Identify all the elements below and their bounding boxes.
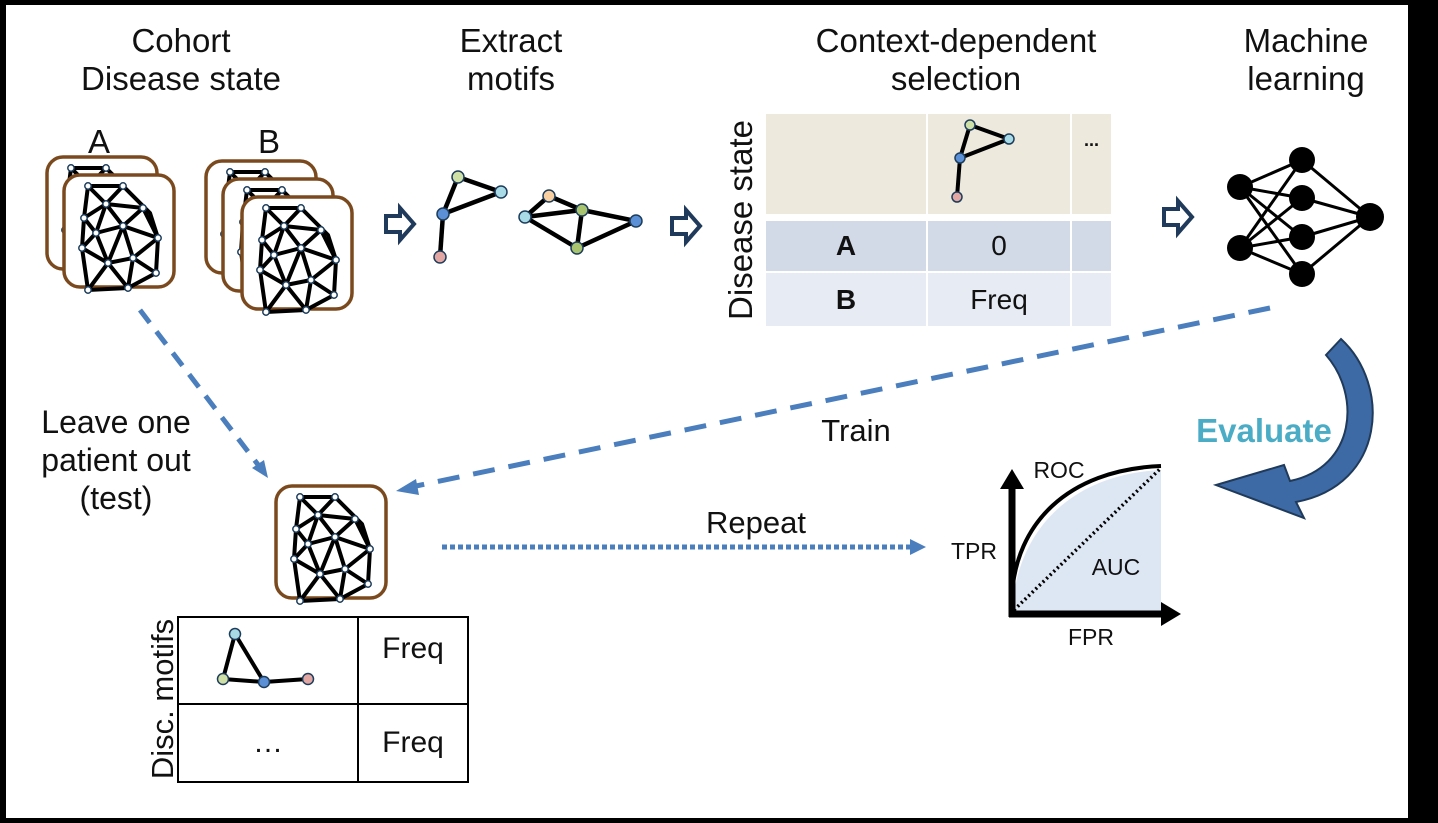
roc-y-label: TPR xyxy=(951,538,997,564)
roc-title: ROC xyxy=(1033,457,1085,483)
roc-plot xyxy=(1000,464,1181,626)
ml-line2: learning xyxy=(1247,60,1365,97)
test-patient-card xyxy=(276,486,386,604)
disc-motif-icon xyxy=(216,627,315,689)
neural-network-icon xyxy=(1227,147,1384,287)
train-label: Train xyxy=(821,413,891,448)
cohort-line1: Cohort xyxy=(131,22,231,59)
row-a-state: A xyxy=(835,230,857,261)
step-arrow-icon xyxy=(1162,199,1194,235)
evaluate-label: Evaluate xyxy=(1196,412,1332,449)
motif-2-icon xyxy=(518,189,643,255)
evaluate-curved-arrow xyxy=(1212,337,1374,520)
loo-line3: (test) xyxy=(79,480,153,516)
row-b-value: Freq xyxy=(970,283,1028,315)
figure-panel: Cohort Disease state A B Extract motifs … xyxy=(6,5,1408,818)
disc-table-grid xyxy=(177,616,469,783)
diagram-graphics xyxy=(6,114,1384,783)
repeat-label: Repeat xyxy=(706,505,806,540)
step-selection-title: Context-dependent selection xyxy=(786,22,1126,98)
roc-curve xyxy=(1010,464,1162,596)
selection-line1: Context-dependent xyxy=(815,22,1097,59)
cohort-b-stack xyxy=(206,161,352,315)
disc-motifs-axis-label: Disc. motifs xyxy=(145,618,180,780)
ml-line1: Machine xyxy=(1243,22,1369,59)
train-arrow xyxy=(396,305,1271,495)
loo-line1: Leave one xyxy=(41,404,191,440)
roc-area-label: AUC xyxy=(1091,554,1141,580)
group-b-label: B xyxy=(257,123,280,160)
extract-line2: motifs xyxy=(466,60,555,97)
patient-card xyxy=(242,197,352,315)
cohort-line2: Disease state xyxy=(81,60,281,97)
step-extract-title: Extract motifs xyxy=(426,22,596,98)
group-a-label: A xyxy=(87,123,110,160)
leave-one-out-arrow xyxy=(138,308,268,478)
step-cohort-title: Cohort Disease state xyxy=(56,22,306,98)
row-b-state: B xyxy=(835,283,857,315)
patient-card xyxy=(64,175,174,293)
roc-x-label: FPR xyxy=(1068,624,1114,650)
step-arrow-icon xyxy=(670,208,702,244)
selection-line2: selection xyxy=(890,60,1022,97)
selection-motif-icon xyxy=(951,119,1015,203)
repeat-arrow xyxy=(442,539,926,555)
more-columns-ellipsis: ... xyxy=(1083,129,1099,150)
cohort-a-stack xyxy=(47,157,174,293)
disc-row1-value: Freq xyxy=(382,632,444,665)
leave-one-out-label: Leave one patient out (test) xyxy=(16,403,216,517)
loo-line2: patient out xyxy=(41,442,191,478)
roc-diagonal xyxy=(1012,466,1163,612)
row-a-value: 0 xyxy=(991,230,1007,261)
extract-line1: Extract xyxy=(459,22,563,59)
step-ml-title: Machine learning xyxy=(1226,22,1386,98)
disease-state-axis-label: Disease state xyxy=(722,120,759,320)
selection-table-grid xyxy=(766,114,1111,326)
step-arrow-icon xyxy=(384,206,416,242)
motif-1-icon xyxy=(433,170,508,264)
disc-row2-value: Freq xyxy=(382,726,444,759)
disc-row2-motif: … xyxy=(253,726,283,759)
